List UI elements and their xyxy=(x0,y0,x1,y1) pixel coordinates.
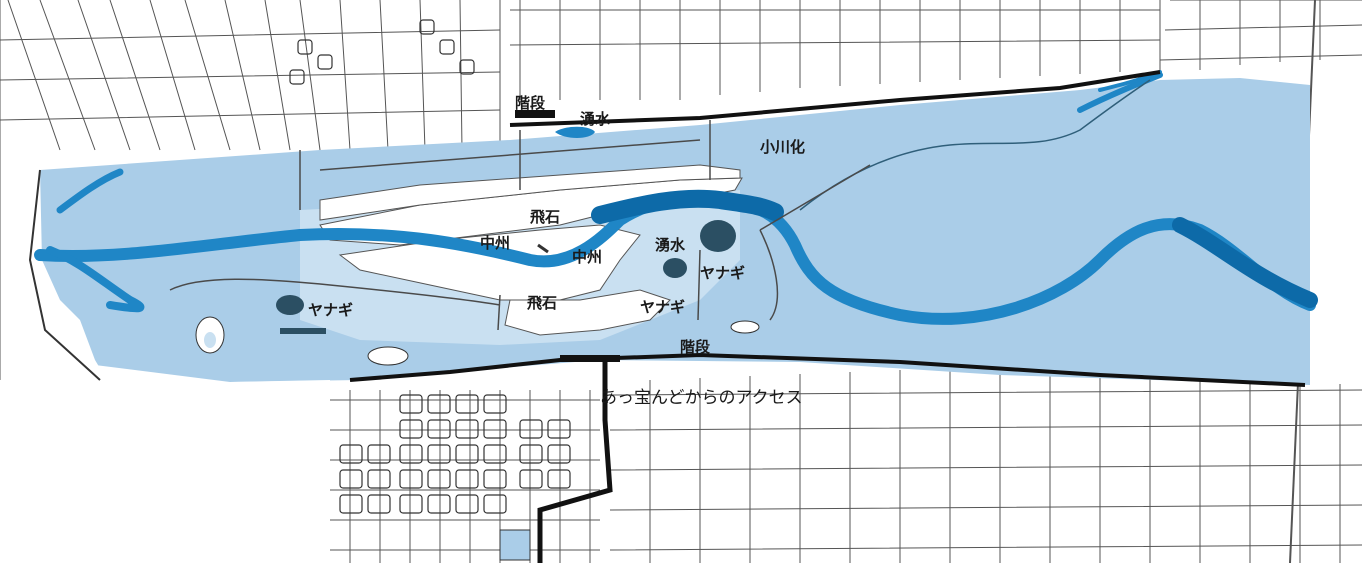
stair-marker-bottom xyxy=(560,355,620,362)
label-stairs-bottom: 階段 xyxy=(680,338,710,356)
willow-center xyxy=(663,258,687,278)
label-ogawa: 小川化 xyxy=(760,138,805,156)
label-stepping-stones-bottom: 飛石 xyxy=(526,294,557,312)
stepping-stones-top-mark xyxy=(537,243,549,254)
label-spring-top: 湧水 xyxy=(580,110,611,128)
label-spring-center: 湧水 xyxy=(655,236,686,254)
tree-cluster xyxy=(276,220,736,334)
willow-left xyxy=(276,295,304,315)
river-channel-right-widening xyxy=(1172,217,1318,308)
willow-right xyxy=(700,220,736,252)
label-willow-left: ヤナギ xyxy=(308,301,353,319)
stair-marker xyxy=(515,110,555,118)
small-stream xyxy=(799,79,1151,211)
label-stepping-stones-top: 飛石 xyxy=(529,208,560,226)
levee-left xyxy=(28,169,101,381)
park-paths xyxy=(169,120,871,331)
label-stairs-top: 階段 xyxy=(515,94,545,112)
willow-left-row xyxy=(280,328,326,334)
sandbar-lower xyxy=(504,289,671,336)
housing-blocks xyxy=(289,19,571,514)
river-channel-left-branch xyxy=(46,246,145,313)
label-willow-center: ヤナギ xyxy=(640,298,685,316)
river-channel-top-right xyxy=(1077,72,1163,113)
river-channel-upper-branch xyxy=(56,168,124,214)
label-sandbar-left: 中州 xyxy=(480,234,510,252)
label-sandbar-center: 中州 xyxy=(572,248,602,266)
levee-bottom xyxy=(349,352,1306,387)
marker-oval-right xyxy=(730,320,760,334)
sandbar-inner-loop xyxy=(319,164,741,221)
river-channel-wide-section xyxy=(591,189,784,224)
bank-lower-left xyxy=(0,365,330,563)
marker-oval-left xyxy=(367,346,409,366)
access-road xyxy=(537,360,613,563)
label-willow-right: ヤナギ xyxy=(700,264,745,282)
pond-marker xyxy=(555,126,595,138)
levee-top xyxy=(509,70,1161,127)
label-access: あっ宝んどからのアクセス xyxy=(600,388,803,408)
small-pond-left-inner xyxy=(204,332,216,348)
small-pond-bottom xyxy=(499,529,531,561)
